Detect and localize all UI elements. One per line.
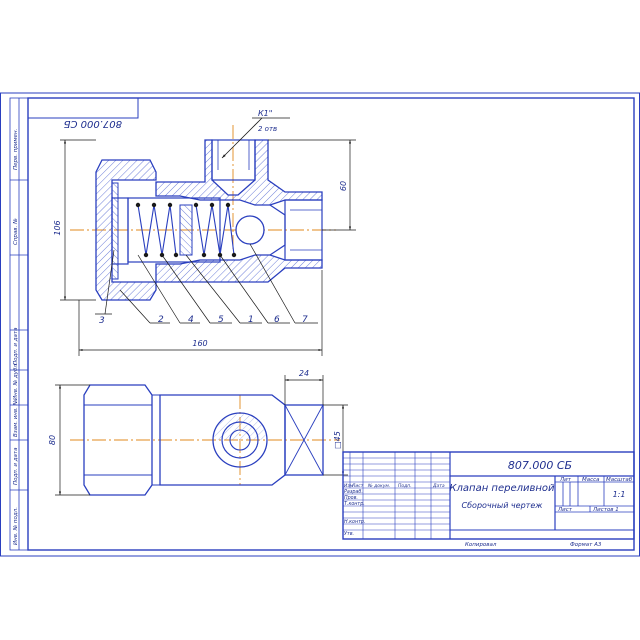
side-label-sign-date-2: Подп. и дата bbox=[13, 447, 19, 485]
section-view: К1" 2 отв 106 60 160 bbox=[53, 109, 356, 356]
cap-nut bbox=[95, 159, 157, 301]
dim-60: 60 bbox=[339, 181, 348, 191]
hex-nut-outline bbox=[83, 384, 153, 496]
callout-3: 3 bbox=[99, 316, 105, 326]
binding-labels: Перв. примен. Справ. № Подп. и дата Инв.… bbox=[13, 128, 19, 545]
spring-seat bbox=[179, 204, 193, 256]
tb-hdr-list: Лист bbox=[351, 483, 364, 489]
tb-hdr-izm: Изм bbox=[344, 483, 354, 489]
mirrored-designation: 807.000 СБ bbox=[63, 118, 122, 129]
tb-hdr-date: Дата bbox=[432, 483, 445, 489]
tb-sheets-label: Листов 1 bbox=[592, 507, 619, 513]
tb-row-developed: Разраб. bbox=[344, 489, 363, 495]
mirrored-stamp: 807.000 СБ bbox=[27, 97, 139, 129]
tb-row-ncontrol: Н.контр. bbox=[344, 519, 365, 525]
dim-106: 106 bbox=[53, 220, 62, 235]
tb-sheet-label: Лист bbox=[557, 507, 573, 513]
side-label-orig-inv: Инв. № подл. bbox=[13, 507, 19, 545]
tb-col-scale: Масштаб bbox=[606, 477, 633, 483]
body-upper-wall bbox=[155, 139, 323, 206]
tb-col-mass: Масса bbox=[582, 477, 600, 483]
dim-24: 24 bbox=[299, 369, 309, 378]
tb-name: Клапан переливной bbox=[449, 483, 555, 494]
callout-7: 7 bbox=[302, 315, 308, 325]
thread-label: К1" bbox=[258, 109, 272, 118]
side-label-sign-date-1: Подп. и дата bbox=[13, 327, 19, 365]
ball-valve bbox=[235, 215, 265, 245]
tb-col-lit: Лит bbox=[559, 477, 572, 483]
callout-2: 2 bbox=[158, 315, 164, 325]
title-block: 807.000 СБ Клапан переливной Сборочный ч… bbox=[342, 451, 635, 548]
tb-copied: Копировал bbox=[465, 542, 497, 548]
side-label-first-use: Перв. примен. bbox=[13, 128, 19, 170]
side-label-dup-inv: Инв. № дубл. bbox=[13, 362, 19, 400]
binding-strip bbox=[9, 97, 29, 551]
callout-4: 4 bbox=[188, 315, 194, 325]
tb-scale-value: 1:1 bbox=[613, 490, 626, 499]
tb-hdr-sign: Подп. bbox=[398, 483, 412, 489]
callout-leaders bbox=[95, 243, 318, 324]
tb-doc-type: Сборочный чертеж bbox=[462, 501, 544, 510]
external-view: 80 24 □45 bbox=[48, 369, 348, 496]
dim-45-square: □45 bbox=[333, 431, 342, 449]
body-lower-wall bbox=[155, 254, 323, 283]
tb-row-checked: Пров. bbox=[344, 495, 358, 501]
tb-designation: 807.000 СБ bbox=[508, 459, 572, 472]
side-label-repl-inv: Взам. инв. № bbox=[13, 399, 19, 437]
dim-160: 160 bbox=[192, 339, 207, 348]
callout-1: 1 bbox=[248, 315, 254, 325]
spring-2 bbox=[193, 202, 237, 258]
square-end bbox=[284, 404, 324, 476]
top-port bbox=[211, 139, 256, 181]
tb-hdr-doc: № докум. bbox=[367, 483, 390, 489]
tb-row-approved: Утв. bbox=[344, 531, 354, 537]
tb-row-tcontrol: Т.контр. bbox=[344, 501, 365, 507]
callout-6: 6 bbox=[274, 315, 280, 325]
dim-80: 80 bbox=[48, 435, 57, 445]
port-boss bbox=[212, 412, 268, 468]
side-label-ref-no: Справ. № bbox=[13, 218, 19, 245]
gasket bbox=[111, 182, 119, 280]
callout-5: 5 bbox=[218, 315, 224, 325]
tb-format: Формат А3 bbox=[570, 542, 602, 548]
holes-label: 2 отв bbox=[258, 125, 277, 133]
piston-sleeve bbox=[127, 197, 221, 263]
